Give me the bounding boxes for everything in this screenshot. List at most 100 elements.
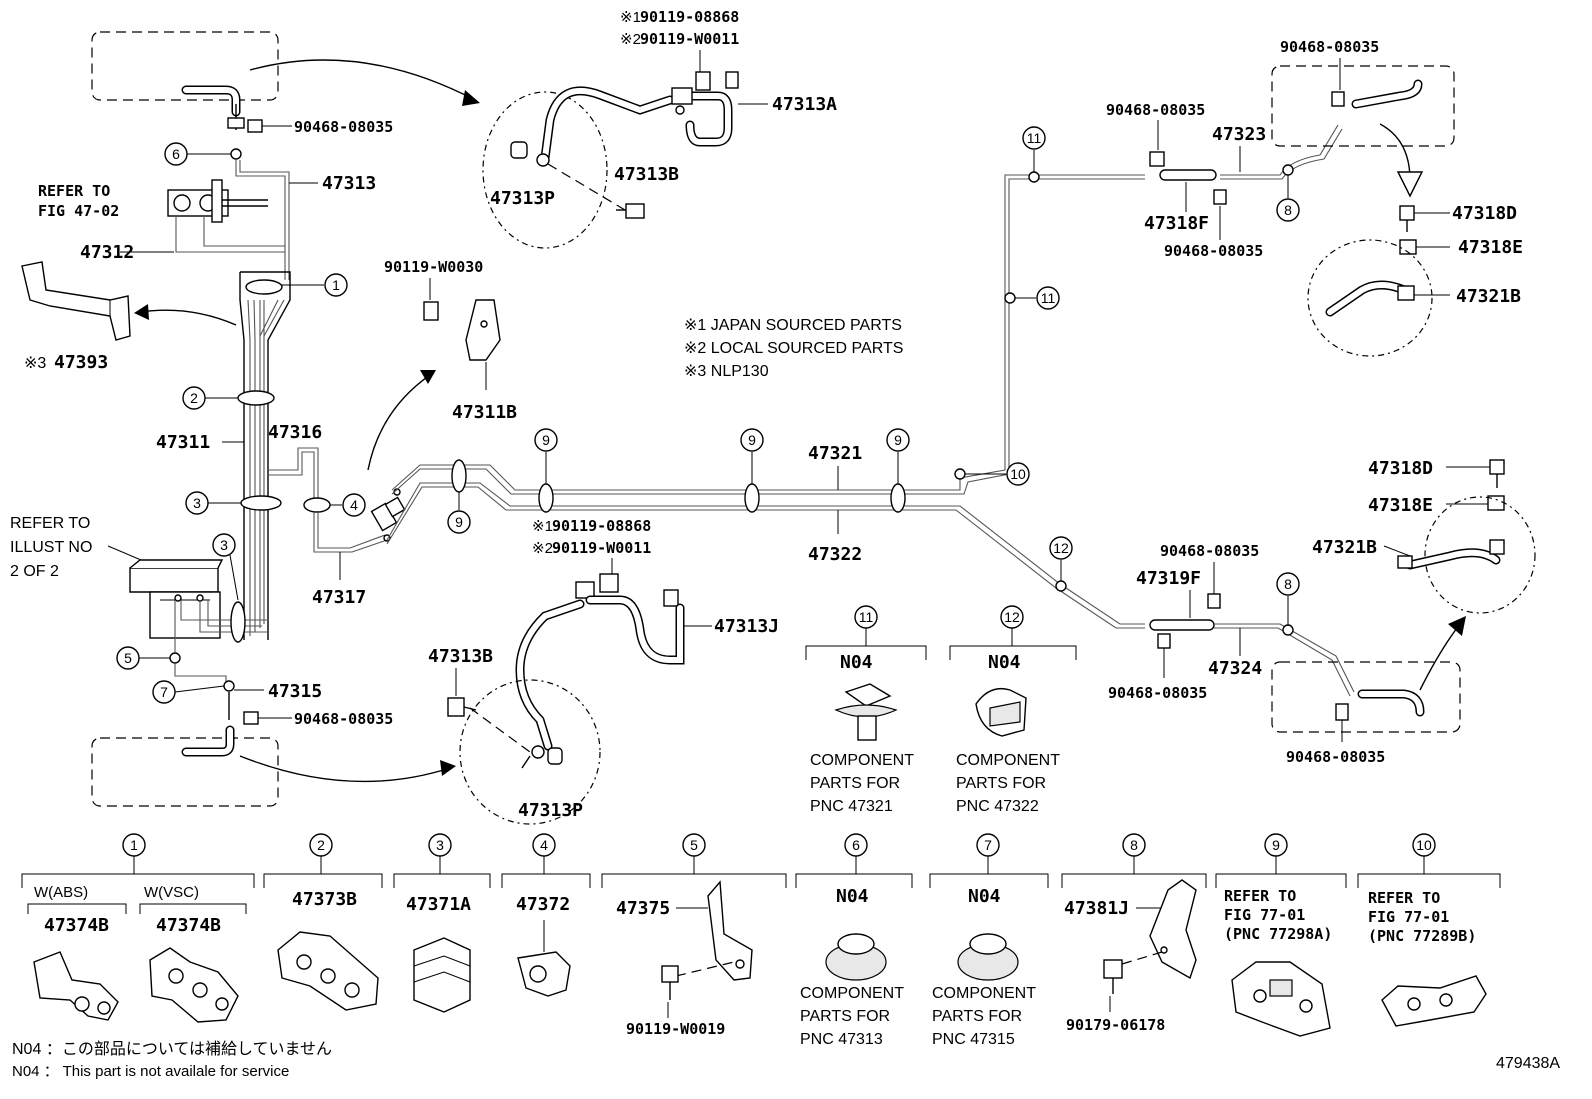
figure-id: 479438A	[1496, 1055, 1560, 1072]
svg-text:11: 11	[859, 609, 874, 625]
callout-10	[1006, 462, 1030, 486]
svg-text:9: 9	[748, 432, 756, 448]
union-bolt-icon	[575, 573, 679, 607]
clip-90468-icon	[1207, 593, 1221, 609]
clamp-1	[245, 279, 283, 295]
clamp-47374B-icon	[149, 947, 239, 1023]
svg-text:90468-08035: 90468-08035	[1286, 748, 1385, 766]
svg-text:47311: 47311	[156, 432, 210, 453]
svg-text:47323: 47323	[1212, 124, 1266, 145]
svg-text:90468-08035: 90468-08035	[1108, 684, 1207, 702]
clip-90468-icon	[247, 119, 263, 133]
union-47318F-icon	[1159, 169, 1217, 181]
svg-text:COMPONENT: COMPONENT	[932, 985, 1036, 1002]
detail-ellipse	[482, 91, 608, 249]
svg-text:11: 11	[1041, 290, 1056, 306]
svg-text:COMPONENT: COMPONENT	[956, 752, 1060, 769]
bracket-47375-icon	[707, 880, 753, 981]
callout-8	[1276, 198, 1300, 222]
svg-text:47318D: 47318D	[1452, 203, 1517, 224]
brake-hose-end-icon	[510, 141, 550, 167]
bolt-47318D-icon	[1489, 459, 1505, 488]
clamp-77298A-icon	[1231, 961, 1331, 1037]
callout-9	[534, 428, 558, 452]
clamp-47374B-icon	[33, 951, 119, 1021]
legend: ※1 JAPAN SOURCED PARTS ※2 LOCAL SOURCED …	[684, 317, 903, 380]
top-left-detail: 90468-08035 6 47313 REFER TO FIG 47-02 4…	[10, 31, 480, 807]
part-number: 90468-08035	[294, 118, 393, 136]
svg-text:5: 5	[690, 837, 698, 853]
clamp-47373B-icon	[277, 931, 379, 1011]
rear-right-top-detail: 90468-08035 47318F 90468-08035 47323 8 9…	[1106, 38, 1523, 357]
svg-text:11: 11	[1027, 130, 1042, 146]
bolt-90119-W0019-icon	[661, 965, 679, 1000]
svg-text:1: 1	[332, 277, 340, 293]
bolt-47313B-icon	[447, 697, 477, 717]
svg-text:※2: ※2	[620, 31, 641, 48]
svg-text:9: 9	[542, 432, 550, 448]
svg-text:7: 7	[984, 837, 992, 853]
detail-ellipse	[459, 679, 601, 825]
clamp-9	[744, 483, 760, 513]
svg-text:47372: 47372	[516, 894, 570, 915]
clamp-4	[303, 497, 331, 513]
svg-text:10: 10	[1010, 466, 1026, 482]
svg-text:47393: 47393	[54, 352, 108, 373]
bolt-47318D-icon	[1399, 205, 1415, 232]
clamp-47372-icon	[517, 920, 571, 997]
svg-text:4: 4	[350, 497, 358, 513]
legend-item: ※1 JAPAN SOURCED PARTS	[684, 317, 902, 334]
svg-text:4: 4	[540, 837, 548, 853]
arrow-top-left	[249, 59, 476, 101]
svg-text:8: 8	[1130, 837, 1138, 853]
svg-text:47313A: 47313A	[772, 94, 837, 115]
svg-text:COMPONENT: COMPONENT	[800, 985, 904, 1002]
svg-text:2: 2	[190, 390, 198, 406]
svg-text:47373B: 47373B	[292, 889, 357, 910]
svg-text:47318E: 47318E	[1458, 237, 1523, 258]
bottom-panel-5: 5 47375 90119-W0019	[601, 833, 787, 1038]
clip-90468-icon	[1213, 189, 1227, 205]
clamp-2	[237, 390, 275, 406]
clamp-3b	[230, 601, 246, 643]
bolt-47313B-icon	[616, 203, 645, 219]
rear-right-bottom-detail: 47318D 47318E 47321B 90468-08035 47319F …	[1108, 458, 1536, 766]
svg-text:47318F: 47318F	[1144, 213, 1209, 234]
svg-text:47375: 47375	[616, 898, 670, 919]
grommet-icon	[957, 933, 1019, 981]
bottom-panel-2: 2 47373B	[263, 833, 383, 1011]
svg-text:FIG 77-01: FIG 77-01	[1224, 906, 1305, 924]
arrow-bottom-left	[239, 755, 451, 783]
master-cylinder-icon	[167, 179, 268, 223]
pipe-47323	[1220, 124, 1339, 176]
svg-text:90119-W0011: 90119-W0011	[552, 539, 651, 557]
bracket-47311B-detail: 90119-W0030 47311B	[384, 258, 517, 423]
svg-text:47313P: 47313P	[490, 188, 555, 209]
callout-12	[1049, 536, 1073, 560]
svg-text:8: 8	[1284, 576, 1292, 592]
svg-text:47381J: 47381J	[1064, 898, 1129, 919]
svg-text:47322: 47322	[808, 544, 862, 565]
svg-text:※2: ※2	[532, 540, 553, 557]
svg-text:47321B: 47321B	[1456, 286, 1521, 307]
clamp-9	[451, 459, 467, 493]
pipe-47317	[317, 512, 386, 549]
svg-text:PNC 47313: PNC 47313	[800, 1031, 883, 1048]
detail-frame-top-right	[1271, 65, 1455, 147]
clip-90468-icon	[1335, 703, 1349, 721]
svg-text:(PNC 77298A): (PNC 77298A)	[1224, 925, 1332, 943]
arrow-47311B	[367, 374, 431, 471]
main-lines: 9 9 9 9 47321 47322 10 11 11 12	[386, 126, 1145, 629]
union-bolt-icon	[671, 71, 739, 115]
pipe-47322	[386, 482, 1145, 625]
svg-text:REFER TO: REFER TO	[1224, 887, 1296, 905]
svg-text:PNC 47321: PNC 47321	[810, 798, 893, 815]
pipe-47315	[174, 664, 227, 684]
detail-ellipse	[1424, 496, 1536, 614]
svg-text:PARTS FOR: PARTS FOR	[932, 1008, 1022, 1025]
svg-text:FIG 47-02: FIG 47-02	[38, 202, 119, 220]
svg-text:90119-W0030: 90119-W0030	[384, 258, 483, 276]
clip-icon	[975, 687, 1027, 737]
svg-text:5: 5	[124, 650, 132, 666]
svg-text:47313B: 47313B	[428, 646, 493, 667]
